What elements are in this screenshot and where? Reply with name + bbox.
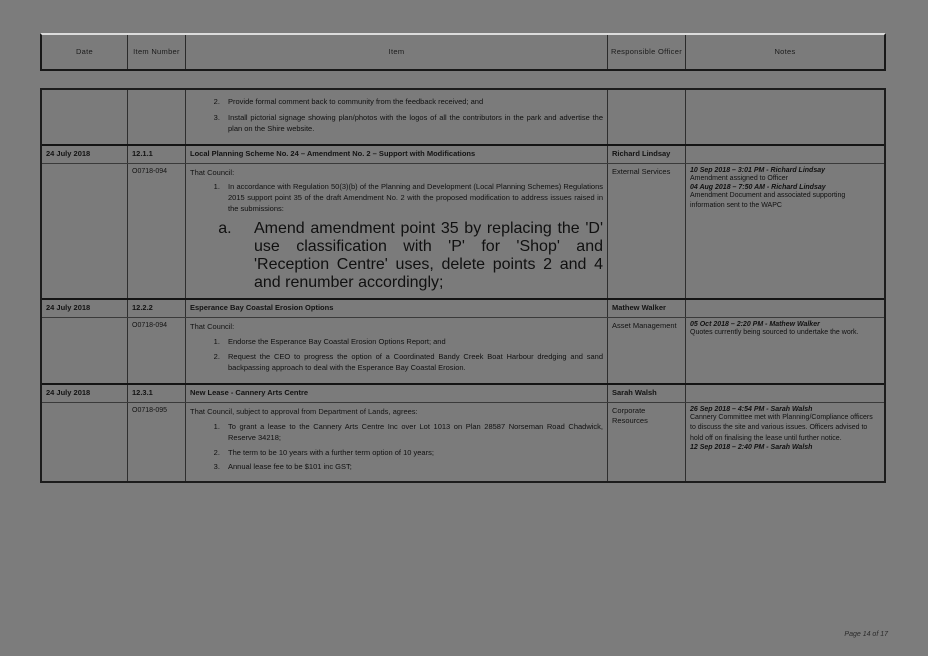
cell-responsible-officer: External Services xyxy=(608,163,686,298)
table-row: 24 July 2018 12.1.1 Local Planning Schem… xyxy=(42,143,884,163)
cell-date: 24 July 2018 xyxy=(42,145,128,163)
cell-responsible-officer: Mathew Walker xyxy=(608,299,686,317)
table-row: 24 July 2018 12.3.1 New Lease - Cannery … xyxy=(42,383,884,403)
cell-date: 24 July 2018 xyxy=(42,299,128,317)
note-body: Amendment Document and associated suppor… xyxy=(690,191,846,210)
column-header-notes: Notes xyxy=(774,47,796,57)
cell-item: Provide formal comment back to community… xyxy=(186,90,608,144)
list-item: Request the CEO to progress the option o… xyxy=(222,352,603,374)
cell-responsible-officer: Richard Lindsay xyxy=(608,145,686,163)
note-timestamp: 26 Sep 2018 – 4:54 PM - Sarah Walsh xyxy=(690,406,813,414)
note-body: Quotes currently being sourced to undert… xyxy=(690,329,859,336)
action-sheet-table: Provide formal comment back to community… xyxy=(40,88,886,484)
table-row: O0718-095 That Council, subject to appro… xyxy=(42,402,884,482)
cell-item-number: 12.1.1 xyxy=(128,145,186,163)
cell-notes: 26 Sep 2018 – 4:54 PM - Sarah Walsh Cann… xyxy=(686,403,884,481)
cell-responsible-officer xyxy=(608,90,686,144)
note-body: Amendment assigned to Officer xyxy=(690,174,788,182)
cell-item-number xyxy=(128,90,186,144)
cell-notes: 10 Sep 2018 – 3:01 PM - Richard Lindsay … xyxy=(686,164,884,298)
note-timestamp: 04 Aug 2018 – 7:50 AM - Richard Lindsay xyxy=(690,183,826,191)
cell-item: That Council, subject to approval from D… xyxy=(186,403,608,482)
list-item: Provide formal comment back to community… xyxy=(222,97,603,108)
cell-date xyxy=(42,90,128,144)
resolution-sublist: Amend amendment point 35 by replacing th… xyxy=(190,220,603,292)
column-header-item: Item xyxy=(186,35,608,69)
cell-item: That Council: In accordance with Regulat… xyxy=(186,163,608,298)
cell-resolution-id: O0718-094 xyxy=(128,163,186,298)
cell-notes xyxy=(686,90,884,144)
cell-item: New Lease - Cannery Arts Centre xyxy=(186,385,608,403)
table-row: Provide formal comment back to community… xyxy=(42,90,884,144)
list-item: The term to be 10 years with a further t… xyxy=(222,448,603,459)
cell-resolution-id: O0718-094 xyxy=(128,318,186,384)
page-footer: Page 14 of 17 xyxy=(844,631,888,638)
resolution-list: To grant a lease to the Cannery Arts Cen… xyxy=(190,422,603,474)
note-timestamp: 10 Sep 2018 – 3:01 PM - Richard Lindsay xyxy=(690,166,826,174)
cell-date xyxy=(42,163,128,298)
table-row: O0718-094 That Council: In accordance wi… xyxy=(42,162,884,298)
cell-responsible-officer: Corporate Resources xyxy=(608,403,686,482)
cell-item-number: 12.3.1 xyxy=(128,385,186,403)
list-item: In accordance with Regulation 50(3)(b) o… xyxy=(222,182,603,215)
resolution-list: Provide formal comment back to community… xyxy=(190,97,603,135)
cell-item: That Council: Endorse the Esperance Bay … xyxy=(186,318,608,384)
column-header-date: Date xyxy=(42,35,128,69)
cell-item: Esperance Bay Coastal Erosion Options xyxy=(186,299,608,317)
table-row: 24 July 2018 12.2.2 Esperance Bay Coasta… xyxy=(42,297,884,317)
resolution-lead: That Council, subject to approval from D… xyxy=(190,407,418,417)
cell-notes: 05 Oct 2018 – 2:20 PM - Mathew Walker Qu… xyxy=(686,318,884,383)
cell-notes xyxy=(686,146,884,163)
list-item: Install pictorial signage showing plan/p… xyxy=(222,113,603,135)
resolution-lead: That Council: xyxy=(190,322,235,331)
cell-notes xyxy=(686,300,884,317)
note-timestamp: 05 Oct 2018 – 2:20 PM - Mathew Walker xyxy=(690,321,820,328)
resolution-list: Endorse the Esperance Bay Coastal Erosio… xyxy=(190,337,603,375)
note-timestamp: 12 Sep 2018 – 2:40 PM - Sarah Walsh xyxy=(690,443,813,451)
cell-date xyxy=(42,403,128,482)
cell-responsible-officer: Sarah Walsh xyxy=(608,385,686,403)
cell-responsible-officer: Asset Management xyxy=(608,318,686,384)
cell-resolution-id: O0718-095 xyxy=(128,403,186,482)
cell-item-number: 12.2.2 xyxy=(128,299,186,317)
note-body: Cannery Committee met with Planning/Comp… xyxy=(690,414,873,442)
cell-date xyxy=(42,318,128,384)
cell-item: Local Planning Scheme No. 24 – Amendment… xyxy=(186,145,608,163)
list-item: Amend amendment point 35 by replacing th… xyxy=(236,220,603,292)
column-header-responsible-officer: Responsible Officer xyxy=(608,35,686,69)
cell-notes xyxy=(686,385,884,402)
cell-date: 24 July 2018 xyxy=(42,385,128,403)
table-row: O0718-094 That Council: Endorse the Espe… xyxy=(42,317,884,384)
resolution-lead: That Council: xyxy=(190,167,235,177)
list-item: Endorse the Esperance Bay Coastal Erosio… xyxy=(222,337,603,348)
column-header-item-number: Item Number xyxy=(128,35,186,69)
list-item: Annual lease fee to be $101 inc GST; xyxy=(222,462,603,473)
table-header: Date Item Number Item Responsible Office… xyxy=(40,33,886,71)
list-item: To grant a lease to the Cannery Arts Cen… xyxy=(222,422,603,444)
resolution-list: In accordance with Regulation 50(3)(b) o… xyxy=(190,182,603,215)
